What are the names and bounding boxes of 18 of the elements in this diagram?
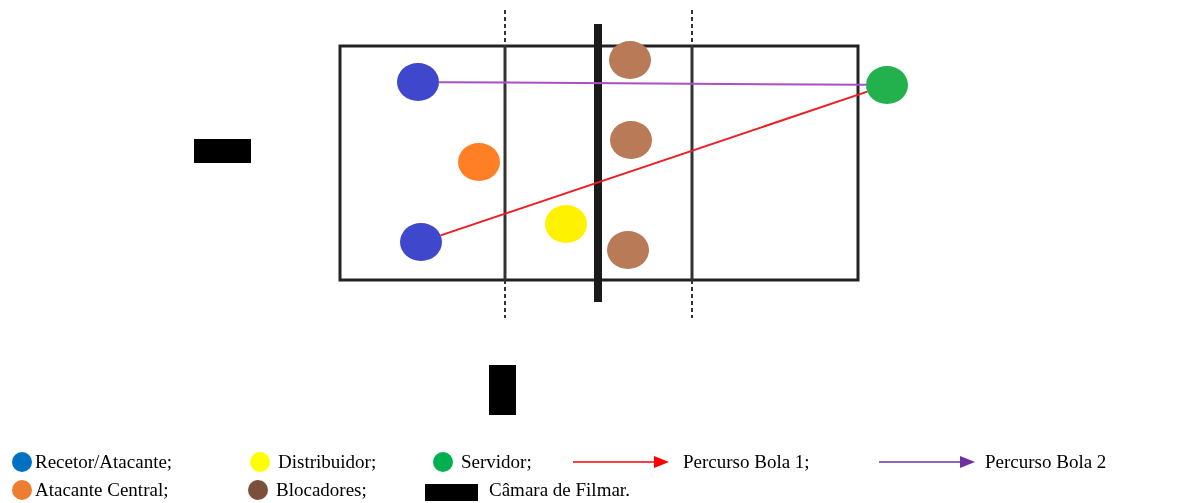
- player-circle: [458, 143, 500, 181]
- legend-text: Percurso Bola 1;: [683, 451, 810, 473]
- legend-text: Câmara de Filmar.: [489, 479, 630, 501]
- player-circle: [400, 223, 442, 261]
- player-circle: [397, 63, 439, 101]
- ball-path-line: [438, 81, 867, 86]
- legend-text: Blocadores;: [276, 479, 367, 501]
- legend-text: Distribuidor;: [278, 451, 377, 473]
- legend-text: Servidor;: [461, 451, 532, 473]
- player-circle: [610, 121, 652, 159]
- legend-text: Percurso Bola 2: [985, 451, 1107, 473]
- legend-text: Recetor/Atacante;: [35, 451, 173, 473]
- player-circle: [607, 231, 649, 269]
- player-circle: [609, 41, 651, 79]
- player-circle: [545, 205, 587, 243]
- player-circle: [866, 66, 908, 104]
- legend-text: Atacante Central;: [35, 479, 169, 501]
- ball-path-line: [439, 90, 869, 237]
